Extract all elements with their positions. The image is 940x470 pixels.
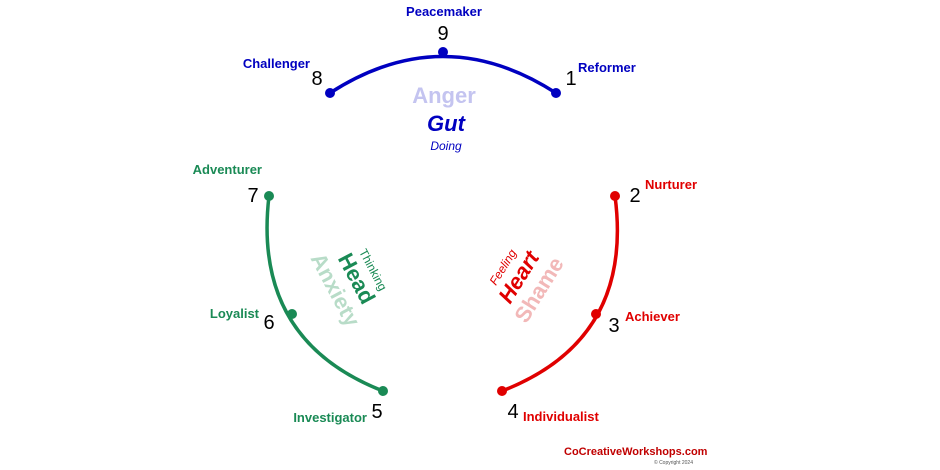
type-8-point xyxy=(325,88,335,98)
gut-emotion-label: Anger xyxy=(412,83,476,108)
type-2-number: 2 xyxy=(629,185,640,207)
type-7-name: Adventurer xyxy=(193,162,262,177)
type-5-name: Investigator xyxy=(293,410,367,425)
type-9-point xyxy=(438,47,448,57)
type-6-point xyxy=(287,309,297,319)
type-6-number: 6 xyxy=(263,312,274,334)
type-7-number: 7 xyxy=(247,185,258,207)
gut-center-label: Gut xyxy=(427,111,467,136)
type-2-name: Nurturer xyxy=(645,177,697,192)
type-4-name: Individualist xyxy=(523,409,600,424)
type-5-number: 5 xyxy=(371,401,382,423)
type-9-number: 9 xyxy=(437,23,448,45)
type-1-name: Reformer xyxy=(578,60,636,75)
type-6-name: Loyalist xyxy=(210,306,260,321)
type-3-number: 3 xyxy=(608,315,619,337)
gut-mode-label: Doing xyxy=(430,139,462,153)
type-2-point xyxy=(610,191,620,201)
website-label: CoCreativeWorkshops.com xyxy=(564,446,708,458)
type-1-number: 1 xyxy=(565,68,576,90)
type-4-number: 4 xyxy=(507,401,518,423)
type-5-point xyxy=(378,386,388,396)
type-7-point xyxy=(264,191,274,201)
type-3-name: Achiever xyxy=(625,309,680,324)
type-8-name: Challenger xyxy=(243,56,310,71)
copyright-label: © Copyright 2024 xyxy=(654,459,693,466)
type-8-number: 8 xyxy=(311,68,322,90)
type-1-point xyxy=(551,88,561,98)
type-3-point xyxy=(591,309,601,319)
type-4-point xyxy=(497,386,507,396)
type-9-name: Peacemaker xyxy=(406,4,482,19)
